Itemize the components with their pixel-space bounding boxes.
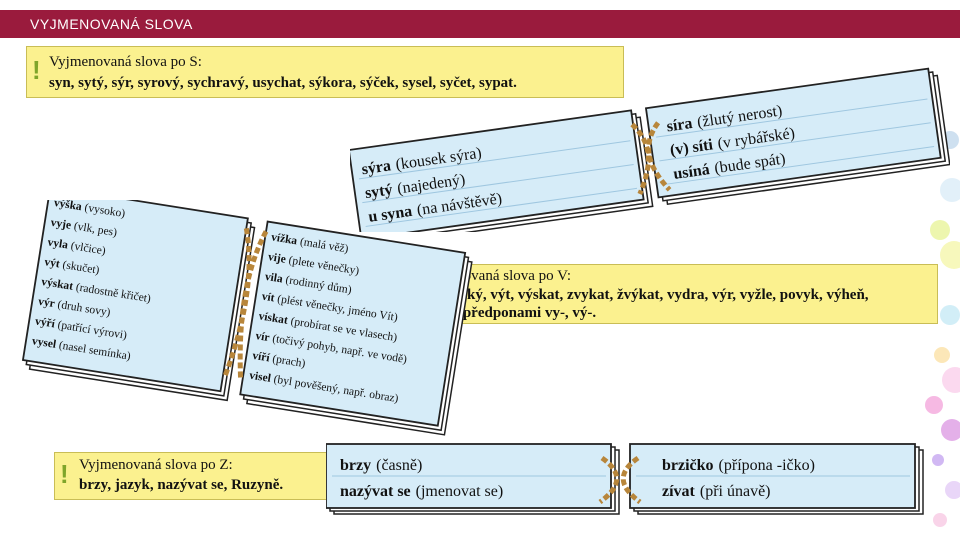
card-word: vír — [255, 330, 271, 344]
card-word: vysel — [31, 335, 57, 351]
word-card-v: výška(vysoko) vyje(vlk, pes) vyla(vlčice… — [21, 200, 473, 436]
svg-text:brzičko(přípona -ičko): brzičko (přípona -ičko) — [662, 457, 815, 474]
svg-text:zívat(při únavě): zívat(při únavě) — [662, 483, 771, 500]
card-word: brzy — [340, 457, 371, 474]
card-s-right-word: usíná — [672, 161, 710, 183]
card-word: výr — [37, 296, 55, 310]
card-s-left-stack — [350, 109, 654, 232]
card-note: (vlčice) — [70, 240, 107, 257]
callout-s: ! Vyjmenovaná slova po S: syn, sytý, sýr… — [26, 46, 624, 98]
svg-text:víří(prach): víří(prach) — [251, 350, 306, 370]
card-word: výška — [53, 200, 83, 213]
card-v-right-stack — [239, 220, 473, 436]
callout-s-title: Vyjmenovaná slova po S: — [49, 54, 202, 70]
card-note: (skučet) — [62, 259, 101, 277]
callout-z-text: brzy, jazyk, nazývat se, Ruzyně. — [79, 477, 284, 493]
svg-text:vyla(vlčice): vyla(vlčice) — [47, 236, 107, 257]
card-s-right-word: síra — [666, 115, 694, 135]
card-word: visel — [248, 370, 271, 385]
card-word: vískat — [258, 310, 289, 326]
card-v-left-stack — [21, 200, 256, 402]
card-z-right-stack — [629, 443, 924, 515]
card-word: vyje — [50, 217, 72, 232]
word-card-z: brzy (časně) nazývat se (jmenovat se) brzi… — [326, 443, 924, 515]
card-note: (jmenovat se) — [416, 483, 504, 500]
card-s-right-word: (v) síti — [669, 136, 715, 159]
svg-text:výt(skučet): výt(skučet) — [44, 256, 101, 277]
title-bar: VYJMENOVANÁ SLOVA — [0, 10, 960, 38]
rope-icon — [222, 227, 269, 380]
card-word: výskat — [40, 276, 74, 293]
card-word: vyla — [47, 236, 69, 251]
svg-text:nazývat se(jmenovat se): nazývat se (jmenovat se) — [340, 483, 503, 500]
card-word: výří — [34, 315, 56, 330]
card-word: vížka — [270, 231, 298, 247]
rope-icon — [630, 121, 672, 195]
card-note: (přípona -ičko) — [719, 457, 815, 474]
rope-icon — [598, 455, 642, 505]
card-word: brzičko — [662, 457, 714, 474]
card-s-left-word: sytý — [364, 181, 394, 202]
card-word: nazývat se — [340, 483, 411, 500]
svg-text:brzy(časně): brzy (časně) — [340, 457, 422, 474]
card-word: výt — [44, 256, 61, 270]
card-s-left-word: sýra — [361, 157, 392, 178]
exclamation-icon: ! — [32, 55, 41, 85]
card-word: zívat — [662, 483, 696, 500]
card-note: (časně) — [376, 457, 422, 474]
exclamation-icon: ! — [60, 459, 69, 489]
card-note: (prach) — [271, 353, 306, 370]
card-word: vila — [264, 271, 284, 286]
callout-z-title: Vyjmenovaná slova po Z: — [79, 457, 233, 473]
callout-z: ! Vyjmenovaná slova po Z: brzy, jazyk, n… — [54, 452, 328, 500]
word-card-s: sýra(kousek sýra) sytý(najedený) u syna(… — [350, 67, 950, 232]
svg-text:síra(žlutý nerost): síra(žlutý nerost) — [666, 102, 784, 135]
callout-s-text: syn, sytý, sýr, syrový, sychravý, usycha… — [49, 75, 517, 91]
card-s-right-stack — [644, 67, 950, 206]
card-word: víří — [251, 350, 271, 365]
card-note: (při únavě) — [700, 483, 771, 500]
card-word: vije — [267, 251, 287, 266]
callout-v-line-1: vy, vysoký, výt, výskat, zvykat, žvýkat,… — [417, 287, 869, 303]
page-title: VYJMENOVANÁ SLOVA — [30, 16, 193, 32]
card-word: vít — [261, 291, 276, 305]
card-s-left-word: u syna — [367, 203, 413, 226]
card-z-left-stack — [326, 443, 620, 515]
